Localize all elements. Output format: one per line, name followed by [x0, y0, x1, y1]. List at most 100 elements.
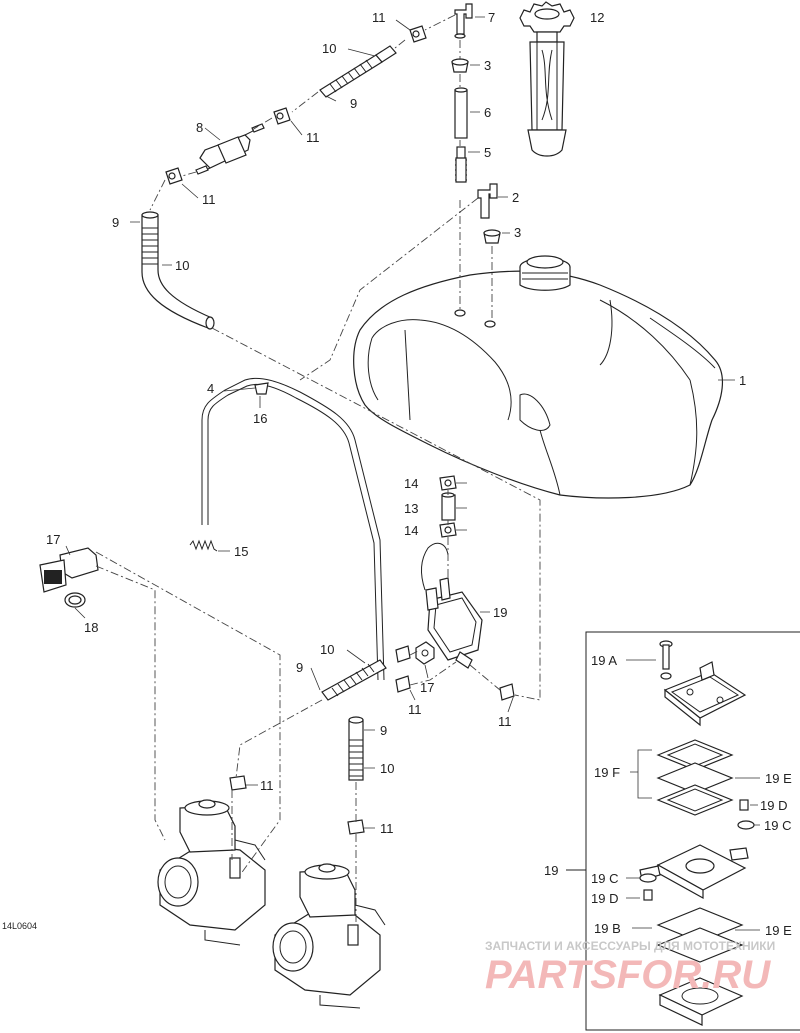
- callout-11-e: 11: [498, 714, 512, 729]
- callout-9-low: 9: [380, 723, 387, 738]
- hose-middle: [321, 659, 387, 701]
- fuel-pump: [421, 542, 483, 669]
- clamp-11-mid-a: [395, 645, 411, 663]
- grommet-upper: [451, 58, 469, 73]
- spring: [189, 539, 218, 552]
- callout-8: 8: [196, 120, 203, 135]
- dash-line-2: [149, 14, 456, 211]
- callout-11-a: 11: [372, 10, 386, 25]
- callout-14-bottom: 14: [404, 523, 418, 538]
- watermark-logo: PARTSFOR.RU: [485, 953, 771, 997]
- primer-nut: [64, 592, 86, 608]
- fuel-filter: [195, 123, 265, 175]
- hose-left: [141, 211, 215, 330]
- gasket-19F-1: [656, 739, 734, 771]
- valve-19C: [737, 820, 755, 830]
- gasket-19F-2: [656, 784, 734, 816]
- hose-upper: [319, 45, 397, 98]
- callout-9-mid: 9: [296, 660, 303, 675]
- tube-upper: [454, 87, 468, 139]
- grommet-16: [254, 382, 269, 395]
- callout-19E-upper: 19 E: [765, 771, 792, 786]
- carburetor-left: [157, 799, 266, 946]
- callout-7: 7: [488, 10, 495, 25]
- callout-9-top: 9: [350, 96, 357, 111]
- diagram-code: 14L0604: [2, 921, 37, 931]
- callout-19C-lower: 19 C: [591, 871, 618, 886]
- valve-19D: [739, 799, 749, 811]
- callout-11-d: 11: [408, 702, 422, 717]
- callout-19C-upper: 19 C: [764, 818, 791, 833]
- callout-13: 13: [404, 501, 418, 516]
- diaphragm-19E-lower: [656, 927, 744, 963]
- diaphragm-19E: [656, 762, 734, 794]
- t-fitting-top: [454, 3, 473, 39]
- clamp-3: [165, 167, 183, 185]
- callout-2: 2: [512, 190, 519, 205]
- clamp-14-bottom: [439, 522, 457, 538]
- callout-17-nut: 17: [420, 680, 434, 695]
- pump-cover-top: [663, 661, 747, 727]
- callout-9-left: 9: [112, 215, 119, 230]
- grommet-lower: [483, 229, 501, 244]
- clamp-11-mid-b: [395, 675, 411, 693]
- dash-line-6: [231, 699, 323, 860]
- callout-3-upper: 3: [484, 58, 491, 73]
- callout-10-top: 10: [322, 41, 336, 56]
- callout-5: 5: [484, 145, 491, 160]
- fuel-gauge-sender: [519, 1, 575, 157]
- callout-11-c: 11: [202, 192, 216, 207]
- t-fitting-lower: [477, 183, 498, 219]
- valve-19D-lower: [643, 889, 653, 901]
- callout-11-b: 11: [306, 130, 320, 145]
- callout-4: 4: [207, 381, 214, 396]
- clamp-1: [409, 25, 427, 43]
- dash-line-8: [409, 649, 501, 691]
- valve-19C-lower: [639, 873, 657, 883]
- callout-19A: 19 A: [591, 653, 617, 668]
- tube-13: [441, 492, 456, 521]
- callout-18: 18: [84, 620, 98, 635]
- dash-line-1: [459, 40, 493, 320]
- pump-body: [639, 844, 749, 900]
- callout-1: 1: [739, 373, 746, 388]
- clamp-11-carb-b: [347, 819, 365, 835]
- nut-17: [415, 641, 435, 665]
- callout-12: 12: [590, 10, 604, 25]
- callout-10-left: 10: [175, 258, 189, 273]
- callout-6: 6: [484, 105, 491, 120]
- callout-19-pump: 19: [493, 605, 507, 620]
- clamp-2: [273, 107, 291, 125]
- callout-19E-lower: 19 E: [765, 923, 792, 938]
- callout-11-f: 11: [260, 778, 274, 793]
- fuel-line-tube: [201, 377, 385, 681]
- callout-10-mid: 10: [320, 642, 334, 657]
- carburetor-right: [272, 863, 386, 1009]
- dash-line-5: [95, 551, 281, 876]
- fitting-filter: [455, 146, 467, 183]
- primer: [39, 547, 99, 593]
- clamp-11-carb-a: [229, 775, 247, 791]
- clamp-14-top: [439, 475, 457, 491]
- fuel-tank: [353, 255, 723, 499]
- clamp-11-right: [499, 683, 515, 701]
- callout-14-top: 14: [404, 476, 418, 491]
- pump-kit-box: [566, 631, 800, 1031]
- callout-11-g: 11: [380, 821, 394, 836]
- dash-line-4: [211, 327, 541, 701]
- callout-16: 16: [253, 411, 267, 426]
- pump-base: [658, 977, 744, 1026]
- callout-17-primer: 17: [46, 532, 60, 547]
- callout-15: 15: [234, 544, 248, 559]
- leader-lines: [65, 16, 760, 931]
- callout-19D-lower: 19 D: [591, 891, 618, 906]
- screw-19A: [659, 640, 673, 680]
- callout-19D-upper: 19 D: [760, 798, 787, 813]
- callout-10-low: 10: [380, 761, 394, 776]
- callout-3-lower: 3: [514, 225, 521, 240]
- callout-19B: 19 B: [594, 921, 621, 936]
- callout-19-kit: 19: [544, 863, 558, 878]
- watermark-text: ЗАПЧАСТИ И АКСЕССУАРЫ ДЛЯ МОТОТЕХНИКИ: [485, 939, 775, 953]
- callout-19F: 19 F: [594, 765, 620, 780]
